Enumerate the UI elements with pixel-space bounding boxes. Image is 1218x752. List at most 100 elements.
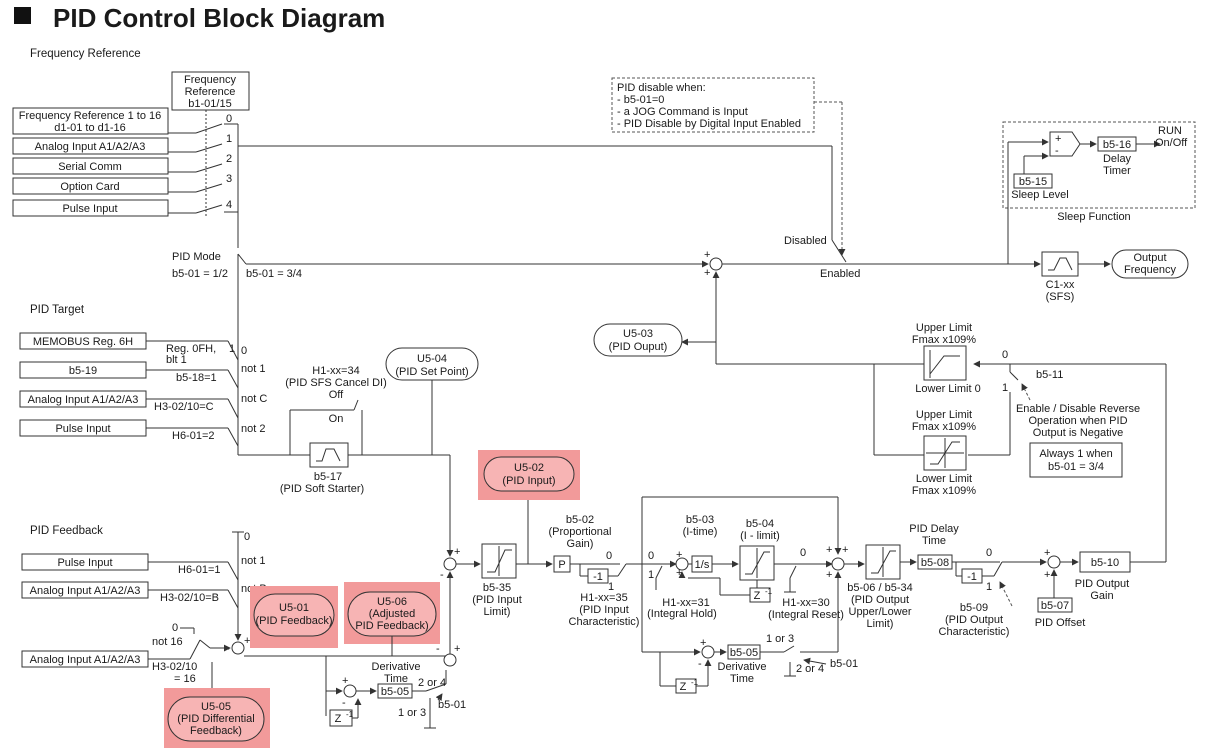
sleep-run1: RUN — [1158, 125, 1182, 137]
output-limit-block: b5-06 / b5-34 (PID Output Upper/Lower Li… — [847, 544, 913, 630]
freq-input-4: Pulse Input 4 — [12, 199, 238, 217]
i-time-block: 1/s b5-03 (I-time) — [683, 514, 718, 573]
sfs-cancel-off: Off — [329, 389, 344, 401]
input-limit-code: b5-35 — [483, 582, 511, 594]
output-gain-name1: PID Output — [1075, 578, 1129, 590]
target-3-cond: H6-01=2 — [172, 430, 215, 442]
integral-reset-pos0: 0 — [800, 547, 806, 559]
diff-feedback-not16: not 16 — [152, 636, 183, 648]
reverse-pos0: 0 — [1002, 349, 1008, 361]
sum-pid-plus3: + — [826, 569, 832, 581]
page-title: PID Control Block Diagram — [53, 3, 385, 33]
input-char-name1: (PID Input — [579, 604, 629, 616]
freq-input-0-pos: 0 — [226, 113, 232, 125]
diff-feedback-zero: 0 — [172, 622, 178, 634]
output-limit-name3: Limit) — [867, 618, 894, 630]
u5-01-name: (PID Feedback) — [255, 615, 332, 627]
derivative-lower-minus: - — [436, 643, 440, 655]
derivative-lower-opt-a: 2 or 4 — [418, 677, 446, 689]
output-char-pos0: 0 — [986, 547, 992, 559]
selector-line3: b1-01/15 — [188, 98, 231, 110]
sleep-run2: On/Off — [1155, 137, 1188, 149]
pid-disable-line4: - PID Disable by Digital Input Enabled — [617, 118, 801, 130]
sum-junction-feedback — [231, 641, 245, 655]
freq-input-0: Frequency Reference 1 to 16 d1-01 to d1-… — [12, 107, 238, 135]
reverse-text1: Enable / Disable Reverse — [1016, 403, 1140, 415]
sum-feedback-plus: + — [244, 635, 250, 647]
derivative-upper-plus: + — [700, 637, 706, 649]
target-3-pos: not 2 — [241, 423, 265, 435]
derivative-lower-z: Z — [335, 713, 342, 725]
limit-lower-upper2: Fmax x109% — [912, 421, 976, 433]
input-char-pos1: 1 — [608, 581, 614, 593]
sum-error-minus: - — [440, 569, 444, 581]
u5-06-name2: PID Feedback) — [355, 620, 428, 632]
input-char-code: H1-xx=35 — [580, 592, 627, 604]
output-char-code: b5-09 — [960, 602, 988, 614]
output-gain-name2: Gain — [1090, 590, 1113, 602]
reverse-text3: Output is Negative — [1033, 427, 1124, 439]
sfs-cancel-line2: (PID SFS Cancel DI) — [285, 377, 386, 389]
pid-disable-line1: PID disable when: — [617, 82, 706, 94]
freq-input-1: Analog Input A1/A2/A3 1 — [12, 133, 232, 155]
diff-feedback-input: Analog Input A1/A2/A3 H3-02/10 = 16 0 no… — [21, 622, 231, 685]
output-frequency: Output Frequency — [1111, 249, 1189, 279]
u5-05-code: U5-05 — [201, 701, 231, 713]
pid-offset-code: b5-07 — [1041, 600, 1069, 612]
i-limit-code: b5-04 — [746, 518, 774, 530]
pid-offset-name: PID Offset — [1035, 617, 1086, 629]
limit-upper-lower: Lower Limit 0 — [915, 383, 980, 395]
frequency-input-list: Frequency Reference 1 to 16 d1-01 to d1-… — [12, 107, 239, 217]
freq-input-4-line1: Pulse Input — [62, 203, 117, 215]
target-3-label: Pulse Input — [55, 423, 110, 435]
soft-starter: H1-xx=34 (PID SFS Cancel DI) Off On b5-1… — [280, 365, 387, 495]
sum-junction-error — [443, 557, 457, 571]
integral-hold-pos1: 1 — [648, 569, 654, 581]
derivative-upper-code: b5-05 — [730, 647, 758, 659]
enabled-label: Enabled — [820, 268, 860, 280]
derivative-upper: Z -1 + - b5-05 Derivative Time 1 or 3 2 … — [642, 571, 858, 694]
i-time-block-label: 1/s — [695, 559, 710, 571]
freq-input-0-line1: Frequency Reference 1 to 16 — [19, 110, 161, 122]
input-char-pos0: 0 — [606, 550, 612, 562]
i-time-name: (I-time) — [683, 526, 718, 538]
freq-input-2-pos: 2 — [226, 153, 232, 165]
i-time-code: b5-03 — [686, 514, 714, 526]
i-limit-block: b5-04 (I - limit) — [739, 518, 780, 581]
freq-input-2: Serial Comm 2 — [12, 153, 232, 175]
output-char-minus-one: -1 — [967, 571, 977, 583]
limit-box-lower: Upper Limit Fmax x109% Lower Limit Fmax … — [912, 409, 976, 497]
limit-upper-upper1: Upper Limit — [916, 322, 972, 334]
pid-delay-block: PID Delay Time b5-08 — [909, 523, 959, 570]
sleep-level-code: b5-15 — [1019, 176, 1047, 188]
sum-offset-plus2: + — [1044, 569, 1050, 581]
monitor-u5-02: U5-02 (PID Input) — [478, 450, 580, 500]
output-frequency-line1: Output — [1133, 252, 1166, 264]
target-3: Pulse Input H6-01=2 not 2 — [19, 419, 265, 447]
derivative-lower-name2: Time — [384, 673, 408, 685]
sleep-function: + - b5-16 Delay Timer RUN On/Off b5-15 S… — [1002, 121, 1196, 264]
pid-offset-block: b5-07 PID Offset — [1035, 597, 1086, 629]
freq-input-3-pos: 3 — [226, 173, 232, 185]
prop-gain-name2: Gain) — [567, 538, 594, 550]
diff-feedback-label: Analog Input A1/A2/A3 — [30, 654, 141, 666]
sfs-name: (SFS) — [1046, 291, 1075, 303]
sleep-delay-code: b5-16 — [1103, 139, 1131, 151]
derivative-upper-exp: -1 — [691, 678, 699, 687]
freq-input-1-pos: 1 — [226, 133, 232, 145]
derivative-lower-plus2: + — [342, 675, 348, 687]
monitor-u5-05: U5-05 (PID Differential Feedback) — [164, 662, 270, 748]
prop-gain-name1: (Proportional — [549, 526, 612, 538]
selector-line2: Reference — [185, 86, 236, 98]
u5-04-name: (PID Set Point) — [395, 366, 468, 378]
sleep-function-title: Sleep Function — [1057, 211, 1130, 223]
freq-input-3-line1: Option Card — [60, 181, 119, 193]
output-char-pos1: 1 — [986, 581, 992, 593]
derivative-lower-plus1: + — [454, 643, 460, 655]
sleep-delay-name1: Delay — [1103, 153, 1132, 165]
target-0-label: MEMOBUS Reg. 6H — [33, 336, 133, 348]
u5-03-name: (PID Ouput) — [609, 341, 668, 353]
limit-lower-upper1: Upper Limit — [916, 409, 972, 421]
pid-mode-opt2: b5-01 = 3/4 — [246, 268, 302, 280]
target-2-cond: H3-02/10=C — [154, 401, 214, 413]
